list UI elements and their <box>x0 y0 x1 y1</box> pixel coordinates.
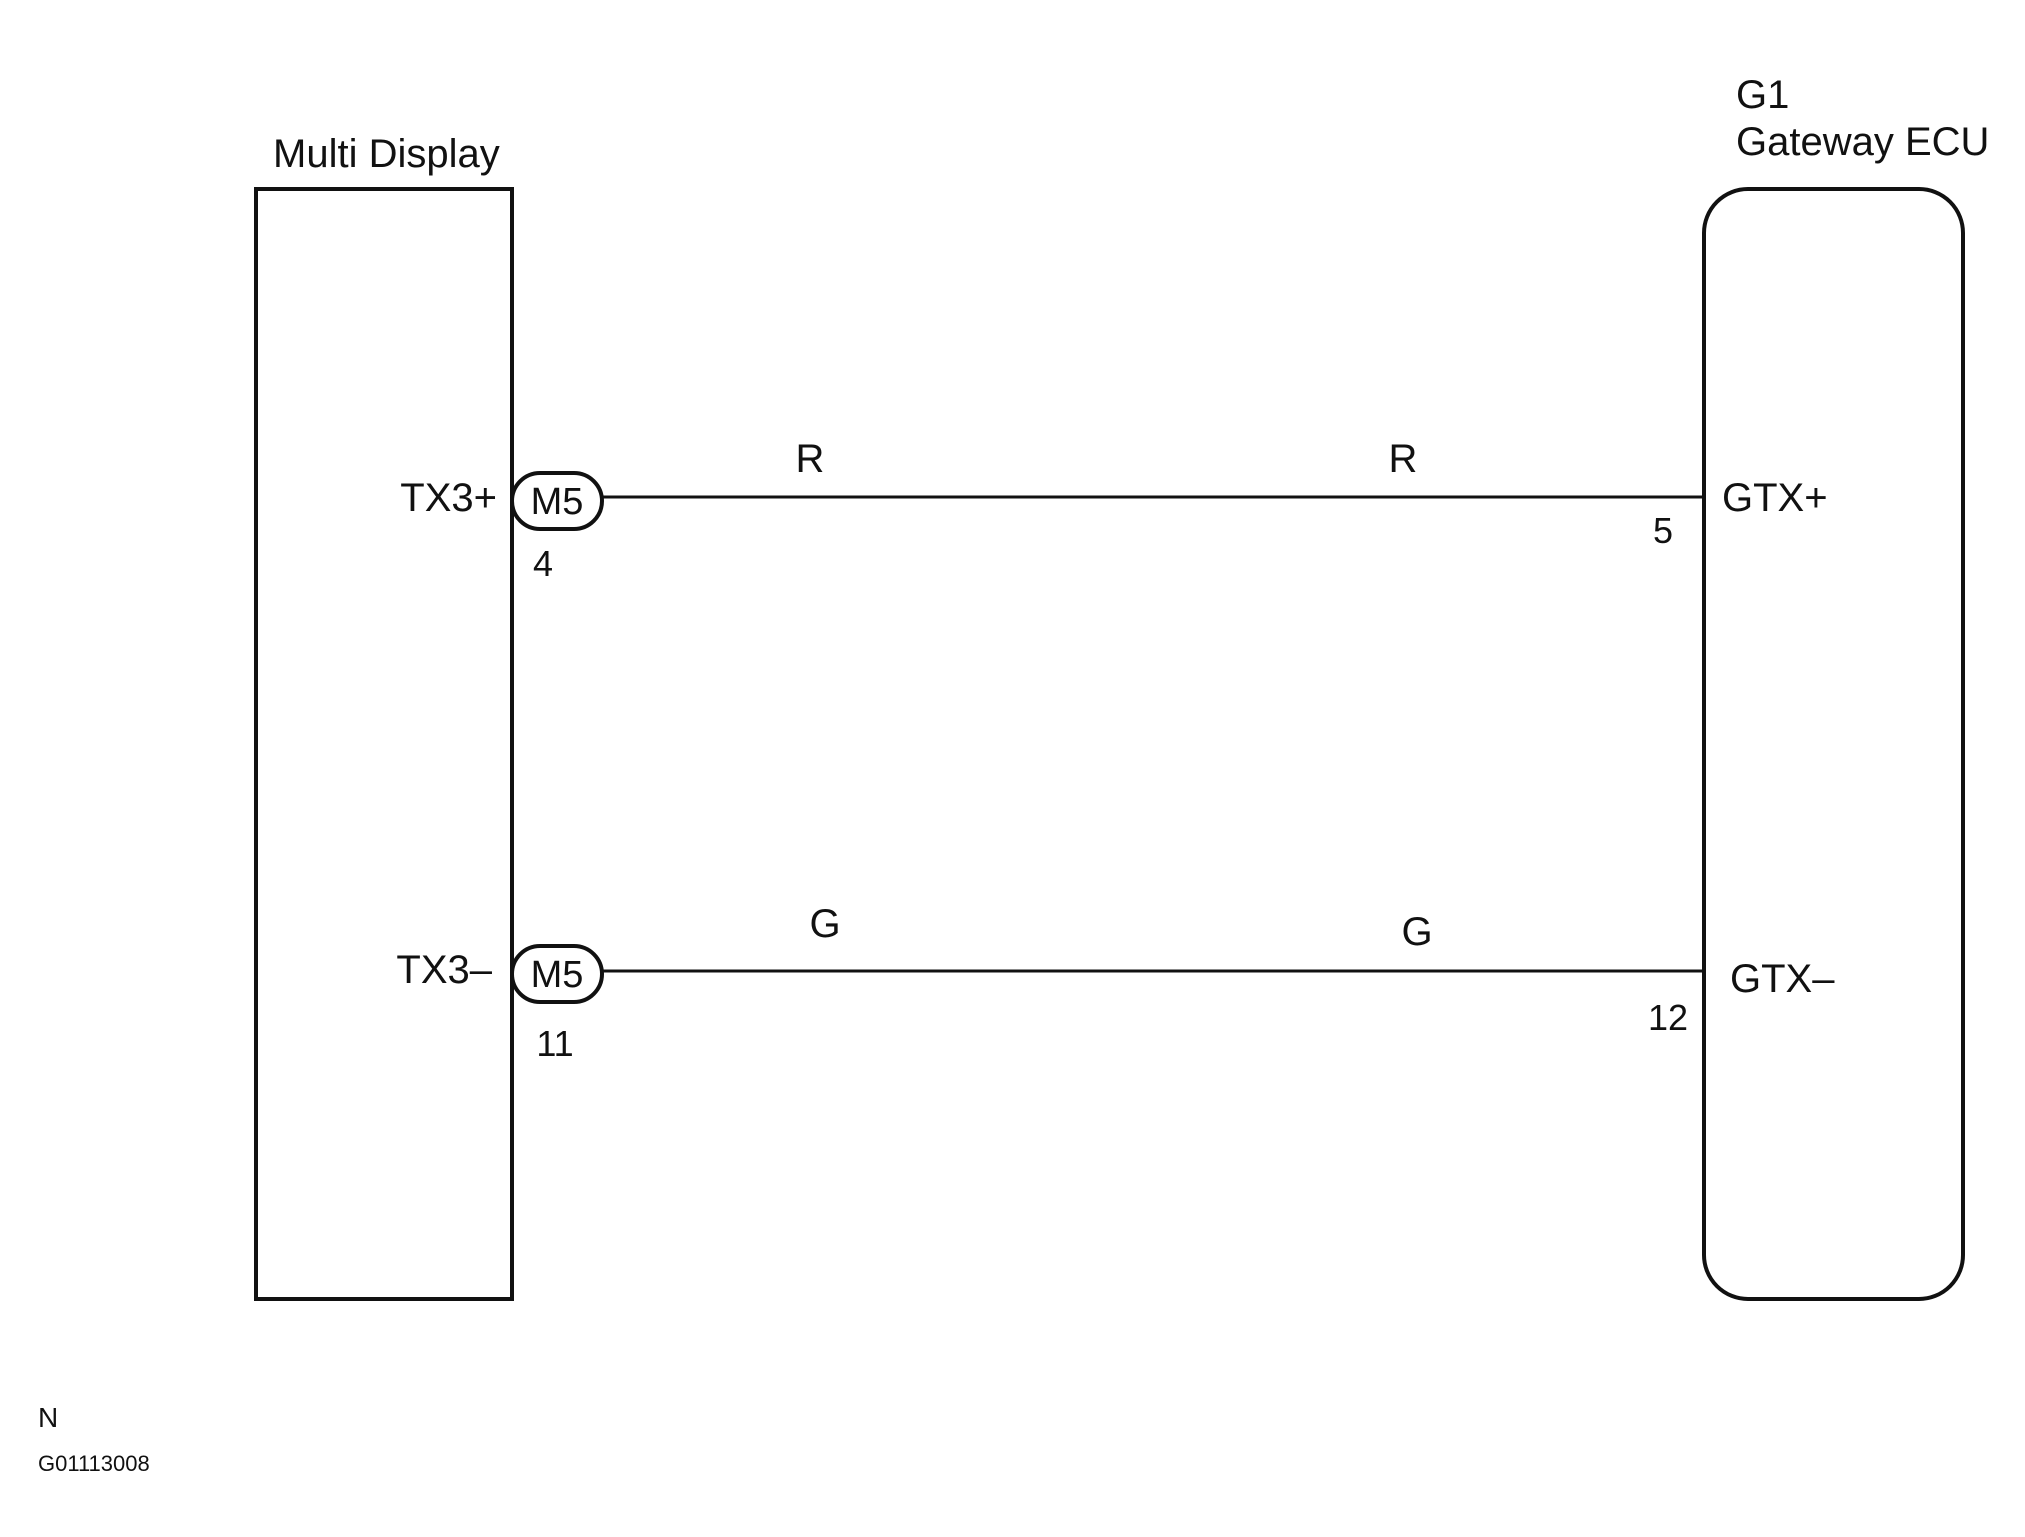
wire-color-label: G <box>809 902 840 946</box>
multi-display-title: Multi Display <box>273 132 500 176</box>
connection-tx3-minus: TX3– M5 11 G G 12 GTX– <box>396 902 1835 1064</box>
multi-display-box <box>254 187 514 1301</box>
wire-color-label: R <box>1389 437 1418 481</box>
connector-m5-plug <box>510 944 604 1004</box>
left-terminal-label: TX3– <box>396 948 492 992</box>
right-terminal-label: GTX– <box>1730 957 1835 1001</box>
wire-color-label: R <box>796 437 825 481</box>
connector-code: M5 <box>531 954 584 996</box>
gateway-ecu-code: G1 <box>1736 73 1789 117</box>
footer-mark: N <box>38 1402 58 1433</box>
right-terminal-label: GTX+ <box>1722 476 1828 520</box>
left-terminal-label: TX3+ <box>400 476 497 520</box>
figure-id: G01113008 <box>38 1451 150 1476</box>
wire-color-label: G <box>1401 910 1432 954</box>
connector-code: M5 <box>531 481 584 523</box>
gateway-ecu-title: Gateway ECU <box>1736 120 1989 164</box>
right-pin-number: 12 <box>1648 997 1688 1038</box>
left-pin-number: 4 <box>533 543 553 584</box>
connection-tx3-plus: TX3+ M5 4 R R 5 GTX+ <box>400 437 1827 584</box>
left-pin-number: 11 <box>536 1023 573 1064</box>
right-pin-number: 5 <box>1653 510 1673 551</box>
connector-m5-plug <box>510 471 604 531</box>
gateway-ecu-box <box>1702 187 1965 1301</box>
